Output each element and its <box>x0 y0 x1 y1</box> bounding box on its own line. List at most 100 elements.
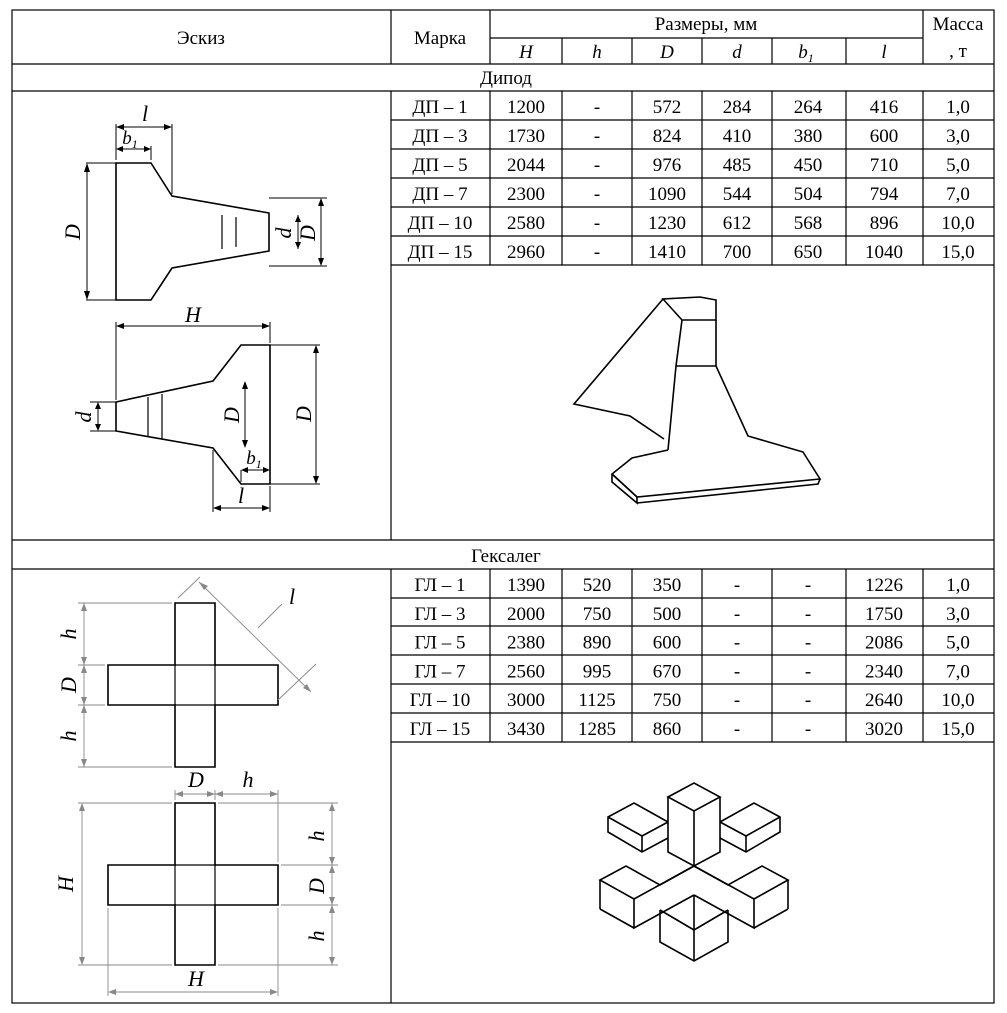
dipod-cell-D: 1230 <box>648 213 686 234</box>
hexaleg-cell-mass: 7,0 <box>946 661 970 682</box>
hexaleg-cell-h: 890 <box>583 633 612 654</box>
hexaleg-cell-H: 2000 <box>507 604 545 625</box>
dipod-cell-d: 485 <box>723 155 752 176</box>
dipod-cell-b1: 450 <box>794 155 823 176</box>
hexaleg-sketch-top: h D h l <box>56 576 317 768</box>
dipod-label-b1-bottom: b1 <box>246 448 262 471</box>
hexaleg-cell-l: 1226 <box>865 575 903 596</box>
hexaleg-cell-d: - <box>734 690 740 711</box>
hexaleg-cell-D: 350 <box>653 575 682 596</box>
hexaleg-cell-l: 2640 <box>865 690 903 711</box>
dipod-cell-H: 1730 <box>507 126 545 147</box>
hexaleg-label-D-left: D <box>56 677 81 694</box>
header-mark: Марка <box>414 28 467 49</box>
hexaleg-cell-d: - <box>734 661 740 682</box>
dipod-cell-mark: ДП – 5 <box>412 155 467 176</box>
dipod-cell-H: 1200 <box>507 97 545 118</box>
hexaleg-cell-b1: - <box>805 604 811 625</box>
hexaleg-cell-b1: - <box>805 719 811 740</box>
hexaleg-sketch-side: D h H H h D h <box>53 767 338 996</box>
dipod-cell-h: - <box>594 126 600 147</box>
dipod-cell-mass: 1,0 <box>946 97 970 118</box>
hexaleg-cell-mass: 10,0 <box>941 690 974 711</box>
dipod-label-l-top: l <box>142 101 148 126</box>
hexaleg-cell-mark: ГЛ – 10 <box>410 690 470 711</box>
section-title-hexaleg: Гексалег <box>471 546 541 567</box>
dipod-cell-mark: ДП – 7 <box>412 184 467 205</box>
hexaleg-cell-h: 1285 <box>578 719 616 740</box>
dipod-cell-d: 612 <box>723 213 752 234</box>
hexaleg-label-D-top: D <box>187 767 204 792</box>
dipod-cell-mark: ДП – 10 <box>408 213 473 234</box>
dipod-cell-mark: ДП – 15 <box>408 242 473 263</box>
hexaleg-cell-b1: - <box>805 575 811 596</box>
hexaleg-cell-H: 3000 <box>507 690 545 711</box>
dipod-cell-h: - <box>594 242 600 263</box>
table-grid <box>11 9 995 1004</box>
hexaleg-cell-D: 600 <box>653 633 682 654</box>
hexaleg-cell-l: 2340 <box>865 661 903 682</box>
hexaleg-cell-d: - <box>734 575 740 596</box>
hexaleg-cell-D: 860 <box>653 719 682 740</box>
hexaleg-cell-H: 3430 <box>507 719 545 740</box>
dipod-cell-l: 416 <box>870 97 899 118</box>
hexaleg-cell-mass: 15,0 <box>941 719 974 740</box>
dipod-cell-H: 2960 <box>507 242 545 263</box>
dipod-label-D-inner: D <box>219 407 244 424</box>
dipod-cell-mark: ДП – 3 <box>412 126 467 147</box>
dipod-cell-l: 794 <box>870 184 899 205</box>
dipod-cell-mass: 15,0 <box>941 242 974 263</box>
hexaleg-cell-h: 1125 <box>578 690 615 711</box>
hexaleg-cell-d: - <box>734 633 740 654</box>
dipod-cell-mass: 3,0 <box>946 126 970 147</box>
dipod-cell-D: 976 <box>653 155 682 176</box>
hexaleg-cell-H: 2560 <box>507 661 545 682</box>
section-title-dipod: Дипод <box>480 68 532 89</box>
hexaleg-cell-b1: - <box>805 661 811 682</box>
hexaleg-label-h-right-top: h <box>304 831 329 842</box>
dipod-label-d-left: d <box>71 411 96 423</box>
hexaleg-cell-mark: ГЛ – 1 <box>415 575 466 596</box>
dipod-cell-h: - <box>594 184 600 205</box>
hexaleg-cell-b1: - <box>805 633 811 654</box>
hexaleg-cell-D: 670 <box>653 661 682 682</box>
dipod-cell-D: 1090 <box>648 184 686 205</box>
header-col-l: l <box>881 42 886 63</box>
dipod-cell-D: 572 <box>653 97 682 118</box>
header-mass-line1: Масса <box>933 14 984 35</box>
dipod-cell-H: 2300 <box>507 184 545 205</box>
dipod-cell-d: 284 <box>723 97 752 118</box>
dipod-label-D-outer: D <box>291 406 316 423</box>
hexaleg-cell-mark: ГЛ – 5 <box>415 633 466 654</box>
dipod-cell-h: - <box>594 213 600 234</box>
hexaleg-cell-h: 750 <box>583 604 612 625</box>
dipod-cell-D: 1410 <box>648 242 686 263</box>
header-col-d: d <box>732 42 742 63</box>
hexaleg-cell-mark: ГЛ – 15 <box>410 719 470 740</box>
header-col-h: h <box>592 42 602 63</box>
dipod-isometric-drawing <box>572 296 822 505</box>
hexaleg-label-H-bottom: H <box>187 966 205 991</box>
header-dimensions: Размеры, мм <box>655 14 758 35</box>
dipod-label-D-left: D <box>60 224 85 241</box>
table-header: Эскиз Марка Размеры, мм Масса , т H h D … <box>177 14 984 65</box>
hexaleg-cell-mass: 1,0 <box>946 575 970 596</box>
dipod-sketch-side: H d D D b1 l <box>71 302 320 512</box>
hexaleg-cell-mass: 3,0 <box>946 604 970 625</box>
hexaleg-cell-mark: ГЛ – 7 <box>415 661 466 682</box>
header-col-D: D <box>659 42 674 63</box>
hexaleg-cell-D: 750 <box>653 690 682 711</box>
dipod-cell-H: 2580 <box>507 213 545 234</box>
dipod-label-d-right: d <box>271 227 296 239</box>
dipod-cell-mass: 7,0 <box>946 184 970 205</box>
dipod-cell-l: 1040 <box>865 242 903 263</box>
dipod-cell-mark: ДП – 1 <box>412 97 467 118</box>
